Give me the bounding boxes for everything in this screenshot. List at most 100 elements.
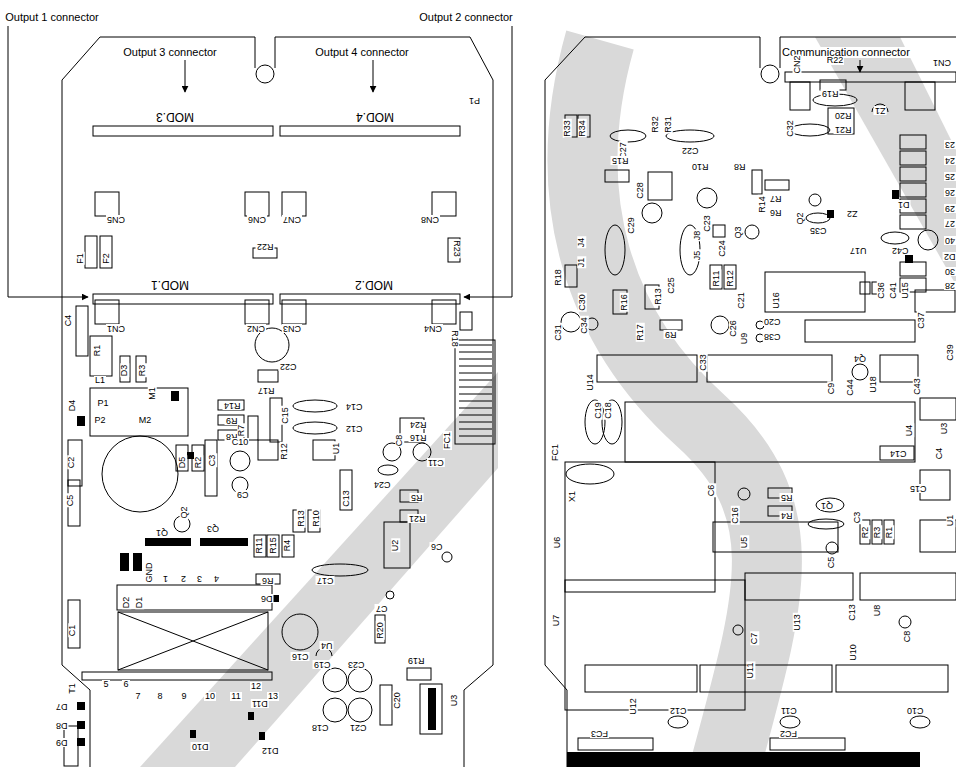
- part-label: 5: [102, 680, 109, 689]
- part-label: U2: [391, 538, 400, 552]
- part-label: R18: [449, 329, 458, 348]
- part-label: R31: [663, 115, 672, 134]
- part-label: R7: [237, 423, 246, 437]
- part-label: C12: [345, 424, 364, 433]
- part-label: 24: [944, 156, 956, 165]
- part-label: R23: [451, 239, 460, 258]
- part-label: U9: [740, 331, 749, 345]
- part-label: Q1: [155, 528, 169, 537]
- part-label: CN3: [282, 324, 302, 333]
- part-label: C6: [707, 483, 716, 497]
- part-label: R15: [268, 536, 277, 555]
- part-label: 12: [250, 682, 262, 691]
- part-label: R10: [691, 162, 710, 171]
- part-label: CN8: [420, 215, 440, 224]
- part-label: C25: [666, 276, 675, 295]
- part-label: R4: [780, 511, 794, 520]
- part-label: R22: [256, 242, 275, 251]
- part-label: C20: [392, 691, 401, 710]
- part-label: J1: [577, 256, 586, 268]
- part-label: C4: [64, 313, 73, 327]
- part-label: R13: [296, 509, 305, 528]
- part-label: R13: [653, 287, 662, 306]
- part-label: Q1: [820, 501, 834, 510]
- part-label: R5: [410, 493, 424, 502]
- part-label: C11: [427, 458, 445, 467]
- part-label: D6: [260, 594, 274, 603]
- part-label: C31: [553, 323, 562, 342]
- part-label: R33: [562, 119, 571, 138]
- part-label: R17: [257, 386, 276, 395]
- part-label: CN2: [246, 324, 266, 333]
- part-label: Q3: [733, 225, 742, 239]
- part-label: C10: [906, 706, 925, 715]
- callout-label: Output 1 connector: [4, 12, 100, 23]
- part-label: 3: [196, 574, 203, 583]
- part-label: FC1: [551, 442, 560, 461]
- part-label: C17: [316, 576, 335, 585]
- part-label: R11: [256, 536, 265, 554]
- part-label: Q2: [795, 211, 804, 225]
- part-label: C22: [681, 146, 700, 155]
- part-label: R4: [283, 538, 292, 552]
- component-fill: [77, 391, 436, 746]
- part-label: C9: [236, 490, 250, 499]
- part-label: U3: [450, 693, 459, 707]
- part-label: 11: [230, 692, 241, 701]
- part-label: R24: [409, 420, 428, 429]
- part-label: CN1: [932, 58, 952, 67]
- part-label: R8: [733, 162, 747, 171]
- part-label: J8: [693, 229, 702, 241]
- part-label: C22: [279, 362, 298, 371]
- part-label: D1: [897, 200, 911, 209]
- part-label: R11: [713, 269, 722, 287]
- part-label: R6: [261, 576, 275, 585]
- part-label: R1: [93, 343, 102, 357]
- callout-label: Output 4 connector: [314, 47, 410, 58]
- part-label: FC2: [779, 729, 798, 738]
- part-label: Q2: [179, 505, 188, 519]
- part-label: 1: [162, 574, 169, 583]
- part-label: C42: [891, 246, 910, 255]
- part-label: C1: [68, 623, 77, 637]
- part-label: C44: [845, 378, 854, 397]
- part-label: C34: [579, 316, 588, 335]
- part-label: R21: [834, 125, 853, 134]
- part-label: C3: [208, 453, 217, 467]
- part-label: C21: [736, 291, 745, 310]
- part-label: R2: [861, 525, 870, 539]
- part-label: R18: [553, 268, 562, 287]
- part-label: C11: [780, 706, 798, 715]
- part-label: C8: [395, 433, 404, 447]
- part-label: U4: [905, 423, 914, 437]
- part-label: R12: [279, 442, 288, 461]
- part-label: D4: [68, 398, 77, 412]
- part-label: CN2: [792, 54, 801, 74]
- component-outline: [64, 126, 495, 766]
- part-label: CN7: [282, 215, 302, 224]
- part-label: C12: [669, 706, 688, 715]
- part-label: 23: [944, 140, 956, 149]
- part-label: J4: [577, 236, 586, 248]
- part-label: C8: [903, 629, 912, 643]
- part-label: R10: [311, 509, 320, 528]
- part-label: R6: [769, 208, 783, 217]
- part-label: C15: [909, 484, 928, 493]
- part-label: C16: [291, 652, 310, 661]
- part-label: C33: [698, 353, 707, 372]
- part-label: C39: [945, 343, 954, 362]
- part-label: 26: [944, 188, 956, 197]
- part-label: C26: [728, 319, 737, 338]
- part-label: U5: [740, 535, 749, 549]
- part-label: 10: [204, 692, 216, 701]
- part-label: CN6: [247, 215, 267, 224]
- part-label: C36: [876, 281, 885, 300]
- part-label: D8: [55, 721, 69, 730]
- part-label: FC1: [443, 430, 452, 449]
- part-label: F2: [101, 252, 110, 265]
- part-label: GND: [145, 561, 154, 583]
- part-label: R9: [664, 330, 678, 339]
- part-label: MOD.4: [355, 111, 395, 123]
- part-label: 8: [156, 692, 163, 701]
- part-label: R7: [769, 194, 783, 203]
